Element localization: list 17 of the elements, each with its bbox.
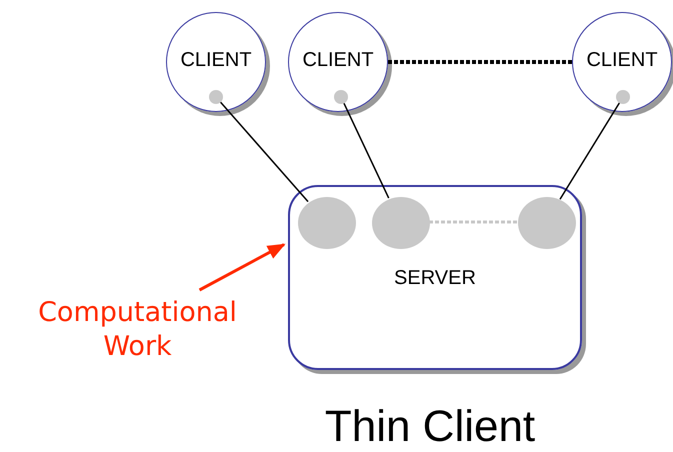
dotted-line	[388, 60, 572, 64]
client-label: CLIENT	[586, 49, 658, 71]
port-circle	[209, 90, 223, 104]
client-label: CLIENT	[180, 49, 252, 71]
diagram-title: Thin Client	[324, 402, 536, 452]
connector-line	[559, 102, 620, 200]
annotation-text: Computational Work	[37, 296, 238, 364]
port-circle	[518, 197, 576, 249]
client-label: CLIENT	[302, 49, 374, 71]
port-circle	[298, 197, 356, 249]
arrow	[198, 243, 286, 292]
port-circle	[616, 90, 630, 104]
port-circle	[334, 90, 348, 104]
server-label: SERVER	[394, 267, 476, 289]
connector-line	[343, 103, 390, 198]
connector-line	[220, 102, 309, 202]
dotted-line	[429, 220, 517, 224]
